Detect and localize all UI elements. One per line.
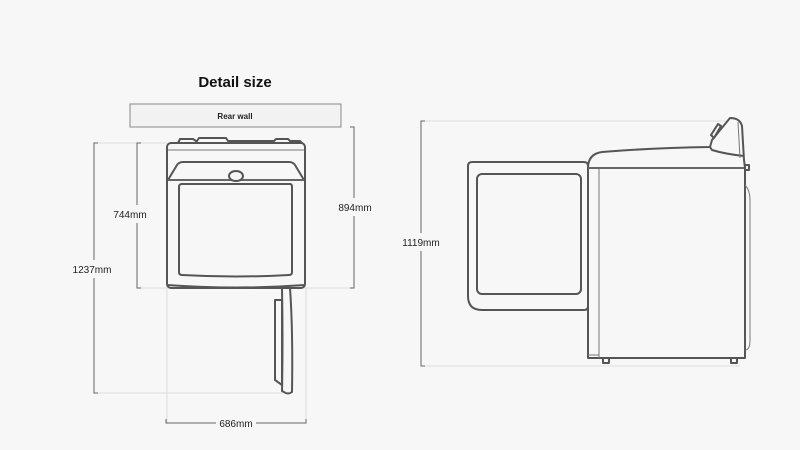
dimension-depth: 744mm [113,142,147,289]
dimension-total-depth: 1237mm [73,142,112,394]
diagram-title: Detail size [198,74,271,91]
washer-side-view [467,117,751,364]
dimension-height: 1119mm [402,120,440,367]
rear-wall-label: Rear wall [217,112,252,121]
dimension-label: 1237mm [73,265,112,276]
rear-wall: Rear wall [129,103,342,128]
dimension-label: 1119mm [402,238,439,249]
washer-top-view [166,137,306,395]
dimension-label: 744mm [113,210,146,221]
dimension-label: 686mm [219,419,252,430]
dimension-depth-with-wall: 894mm [338,126,372,289]
dimension-label: 894mm [338,203,371,214]
dimension-width: 686mm [165,419,307,430]
